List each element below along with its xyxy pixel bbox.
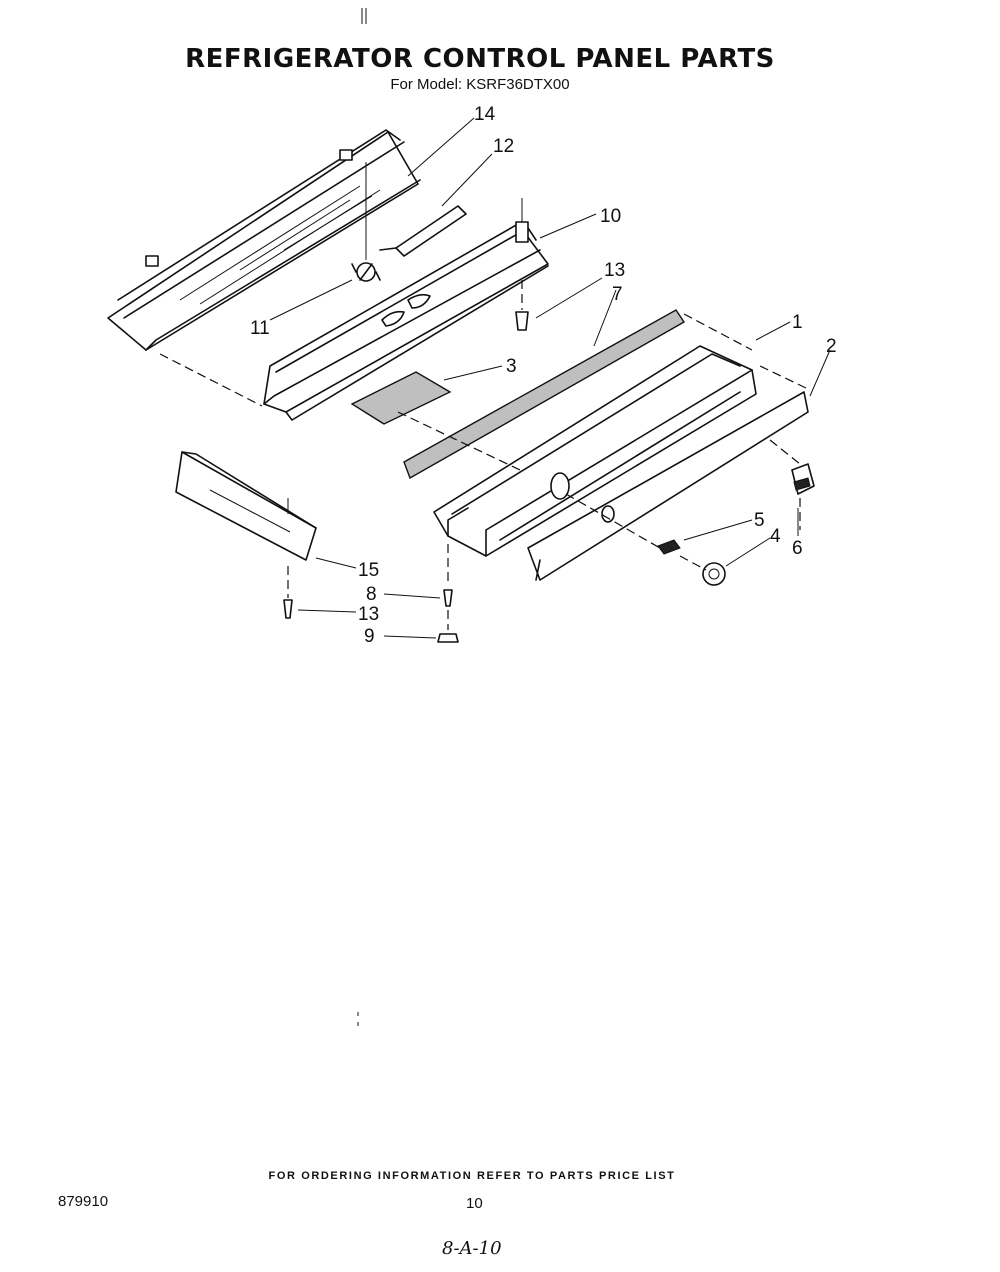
part-5-insert <box>657 539 681 555</box>
document-number: 879910 <box>58 1193 109 1210</box>
callout-13-upper: 13 <box>604 260 625 281</box>
handwritten-note: 8-A-10 <box>442 1238 502 1259</box>
callout-5: 5 <box>754 510 765 531</box>
callout-8: 8 <box>366 584 377 605</box>
part-13-screw-upper <box>515 280 529 331</box>
part-4-knob <box>702 562 726 586</box>
callout-9: 9 <box>364 626 375 647</box>
top-marks <box>361 8 367 24</box>
part-14-trim-bracket <box>107 129 421 351</box>
callout-10: 10 <box>600 206 621 227</box>
part-10-control-housing <box>263 198 549 421</box>
part-15-end-bracket <box>175 451 317 598</box>
callout-6: 6 <box>792 538 803 559</box>
part-13-screw-lower <box>283 599 293 619</box>
alignment-lines <box>159 313 807 571</box>
page-title: REFRIGERATOR CONTROL PANEL PARTS <box>185 44 775 74</box>
callout-numbers: 14 12 10 13 7 11 3 1 2 5 4 6 15 8 13 9 <box>250 104 837 647</box>
callout-1: 1 <box>792 312 803 333</box>
part-7-foam-strip <box>403 309 685 480</box>
callout-7: 7 <box>612 284 623 305</box>
callout-3: 3 <box>506 356 517 377</box>
part-12-tube <box>379 205 467 257</box>
page-number: 10 <box>466 1195 483 1212</box>
callout-15: 15 <box>358 560 379 581</box>
part-3-card <box>350 371 452 425</box>
callout-11: 11 <box>250 318 270 339</box>
part-6-clip <box>791 463 815 495</box>
ordering-note: FOR ORDERING INFORMATION REFER TO PARTS … <box>268 1170 676 1182</box>
callout-12: 12 <box>493 136 514 157</box>
callout-4: 4 <box>770 526 781 547</box>
callout-14: 14 <box>474 104 496 125</box>
callout-13-lower: 13 <box>358 604 379 625</box>
leader-lines <box>269 117 831 639</box>
part-8-screw <box>443 544 453 607</box>
part-1-panel-frame <box>433 345 757 557</box>
part-2-overlay-strip <box>527 391 809 581</box>
model-subtitle: For Model: KSRF36DTX00 <box>390 76 570 93</box>
part-11-control <box>351 262 381 282</box>
callout-2: 2 <box>826 336 837 357</box>
part-9-nut <box>437 610 459 643</box>
